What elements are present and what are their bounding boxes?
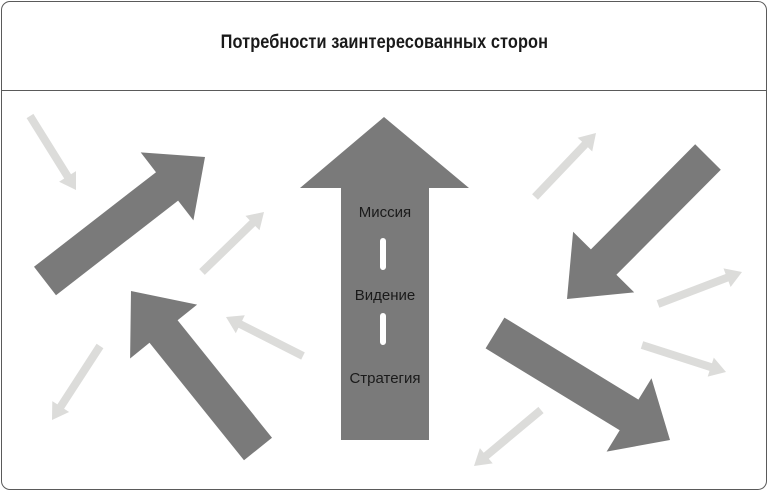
small-arrow-7 <box>640 341 726 377</box>
diagram-title: Потребности заинтересованных сторон <box>220 32 548 53</box>
small-arrow-4 <box>52 343 104 420</box>
small-arrow-1 <box>26 113 77 190</box>
big-arrow-4 <box>485 317 670 452</box>
small-arrow-3 <box>226 315 305 360</box>
big-arrow-2 <box>130 291 272 461</box>
big-arrow-1 <box>34 152 205 296</box>
small-arrow-2 <box>199 212 264 275</box>
label-strategy: Стратегия <box>349 370 420 387</box>
label-mission: Миссия <box>359 204 411 221</box>
label-vision: Видение <box>355 287 415 304</box>
small-arrow-6 <box>656 268 742 308</box>
central-arrow <box>300 117 469 440</box>
big-arrow-3 <box>567 144 721 299</box>
small-arrow-8 <box>474 406 544 466</box>
big-arrows <box>34 144 721 461</box>
diagram-header: Потребности заинтересованных сторон <box>2 2 766 91</box>
small-arrows <box>26 113 742 466</box>
central-dash-2 <box>380 313 386 345</box>
small-arrow-5 <box>532 133 596 200</box>
central-dash-1 <box>380 238 386 270</box>
